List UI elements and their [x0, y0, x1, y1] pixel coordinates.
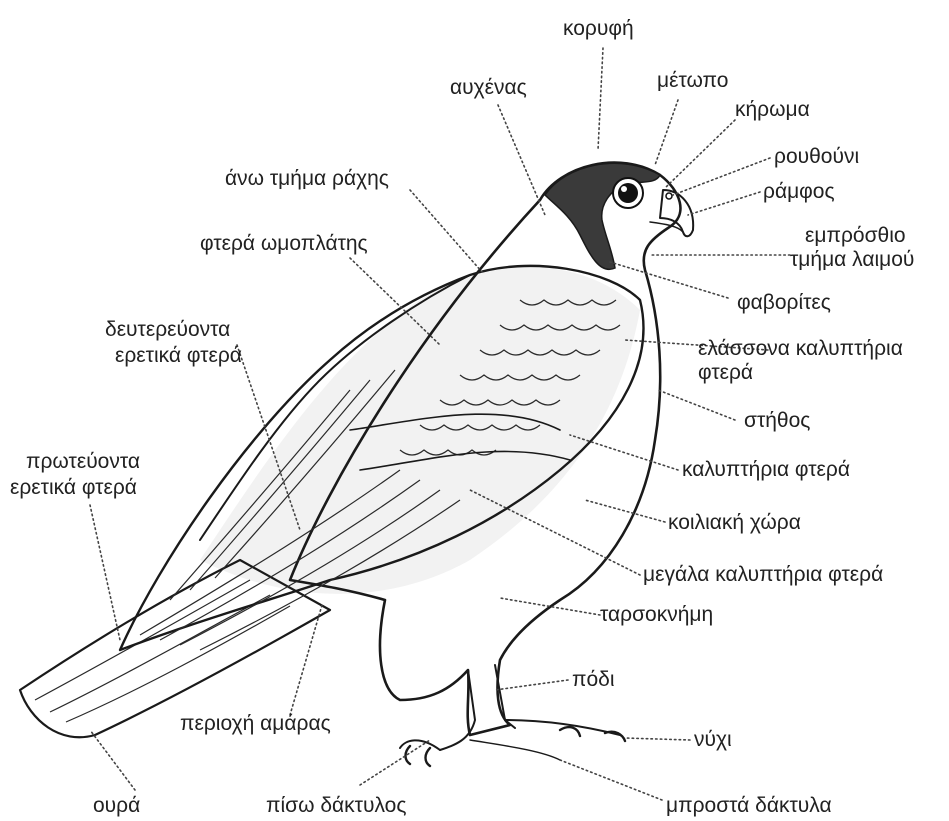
label-amara: περιοχή αμάρας [180, 712, 331, 735]
label-omoplatis: φτερά ωμοπλάτης [200, 232, 368, 255]
label-megala: μεγάλα καλυπτήρια φτερά [643, 563, 883, 586]
label-rachi: άνω τμήμα ράχης [225, 167, 389, 190]
label-kalyptiria: καλυπτήρια φτερά [682, 458, 850, 481]
label-tarsoknimi: ταρσοκνήμη [600, 603, 713, 626]
label-protevonta-2: ερετικά φτερά [10, 476, 137, 499]
label-oura: ουρά [93, 794, 140, 817]
label-podi: πόδι [572, 668, 615, 691]
label-favorites: φαβορίτες [737, 291, 831, 314]
label-metopo: μέτωπο [657, 69, 728, 92]
label-koryfi: κορυφή [563, 17, 634, 40]
label-ramfos: ράμφος [763, 180, 835, 203]
eye [613, 178, 643, 208]
label-defterevonta-1: δευτερεύοντα [105, 318, 230, 341]
label-koiliaki: κοιλιακή χώρα [668, 511, 801, 534]
label-piso: πίσω δάκτυλος [266, 794, 406, 817]
label-elassona-1: ελάσσονα καλυπτήρια [698, 337, 903, 360]
label-auchenas: αυχένας [450, 76, 527, 99]
label-kiroma: κήρωμα [735, 98, 810, 121]
label-stithos: στήθος [744, 409, 810, 432]
label-brosta: μπροστά δάκτυλα [666, 794, 832, 817]
head-cap [545, 163, 660, 269]
label-lemos-2: τμήμα λαιμού [790, 248, 914, 271]
label-defterevonta-2: ερετικά φτερά [115, 344, 242, 367]
label-elassona-2: φτερά [698, 361, 753, 384]
label-routhouni: ρουθούνι [774, 145, 859, 168]
label-lemos-1: εμπρόσθιο [805, 224, 906, 247]
label-nychi: νύχι [694, 728, 732, 751]
label-protevonta-1: πρωτεύοντα [26, 450, 140, 473]
beak [650, 190, 693, 236]
